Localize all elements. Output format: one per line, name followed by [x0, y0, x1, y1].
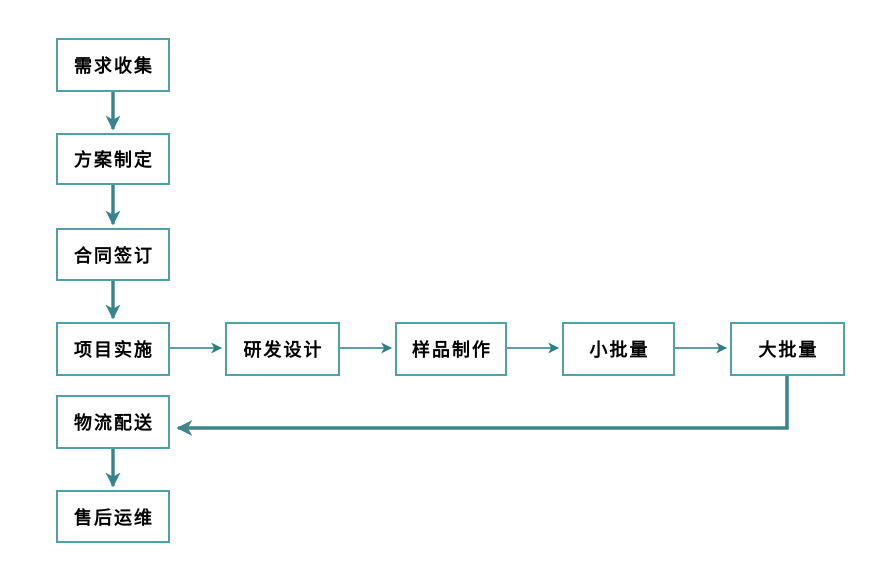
node-project-implementation: 项目实施 [56, 322, 170, 376]
node-requirements-collection-label: 需求收集 [74, 56, 154, 76]
node-small-batch-label: 小批量 [589, 340, 650, 360]
node-sample-production-label: 样品制作 [412, 340, 492, 360]
node-after-sales-maintenance: 售后运维 [56, 490, 170, 543]
edge-largebatch-to-logistics [176, 376, 789, 436]
node-project-implementation-label: 项目实施 [74, 340, 154, 360]
node-contract-signing: 合同签订 [56, 228, 170, 281]
node-large-batch: 大批量 [730, 322, 845, 376]
node-contract-signing-label: 合同签订 [74, 245, 154, 266]
node-sample-production: 样品制作 [395, 322, 507, 376]
node-large-batch-label: 大批量 [758, 340, 819, 360]
node-after-sales-maintenance-label: 售后运维 [74, 507, 154, 528]
node-small-batch: 小批量 [562, 322, 675, 376]
node-rd-design: 研发设计 [225, 322, 340, 376]
node-rd-design-label: 研发设计 [243, 340, 324, 360]
node-logistics-delivery-label: 物流配送 [74, 413, 154, 433]
node-plan-formulation-label: 方案制定 [74, 150, 154, 170]
node-logistics-delivery: 物流配送 [56, 395, 170, 449]
node-plan-formulation: 方案制定 [56, 133, 170, 185]
node-requirements-collection: 需求收集 [56, 38, 170, 92]
